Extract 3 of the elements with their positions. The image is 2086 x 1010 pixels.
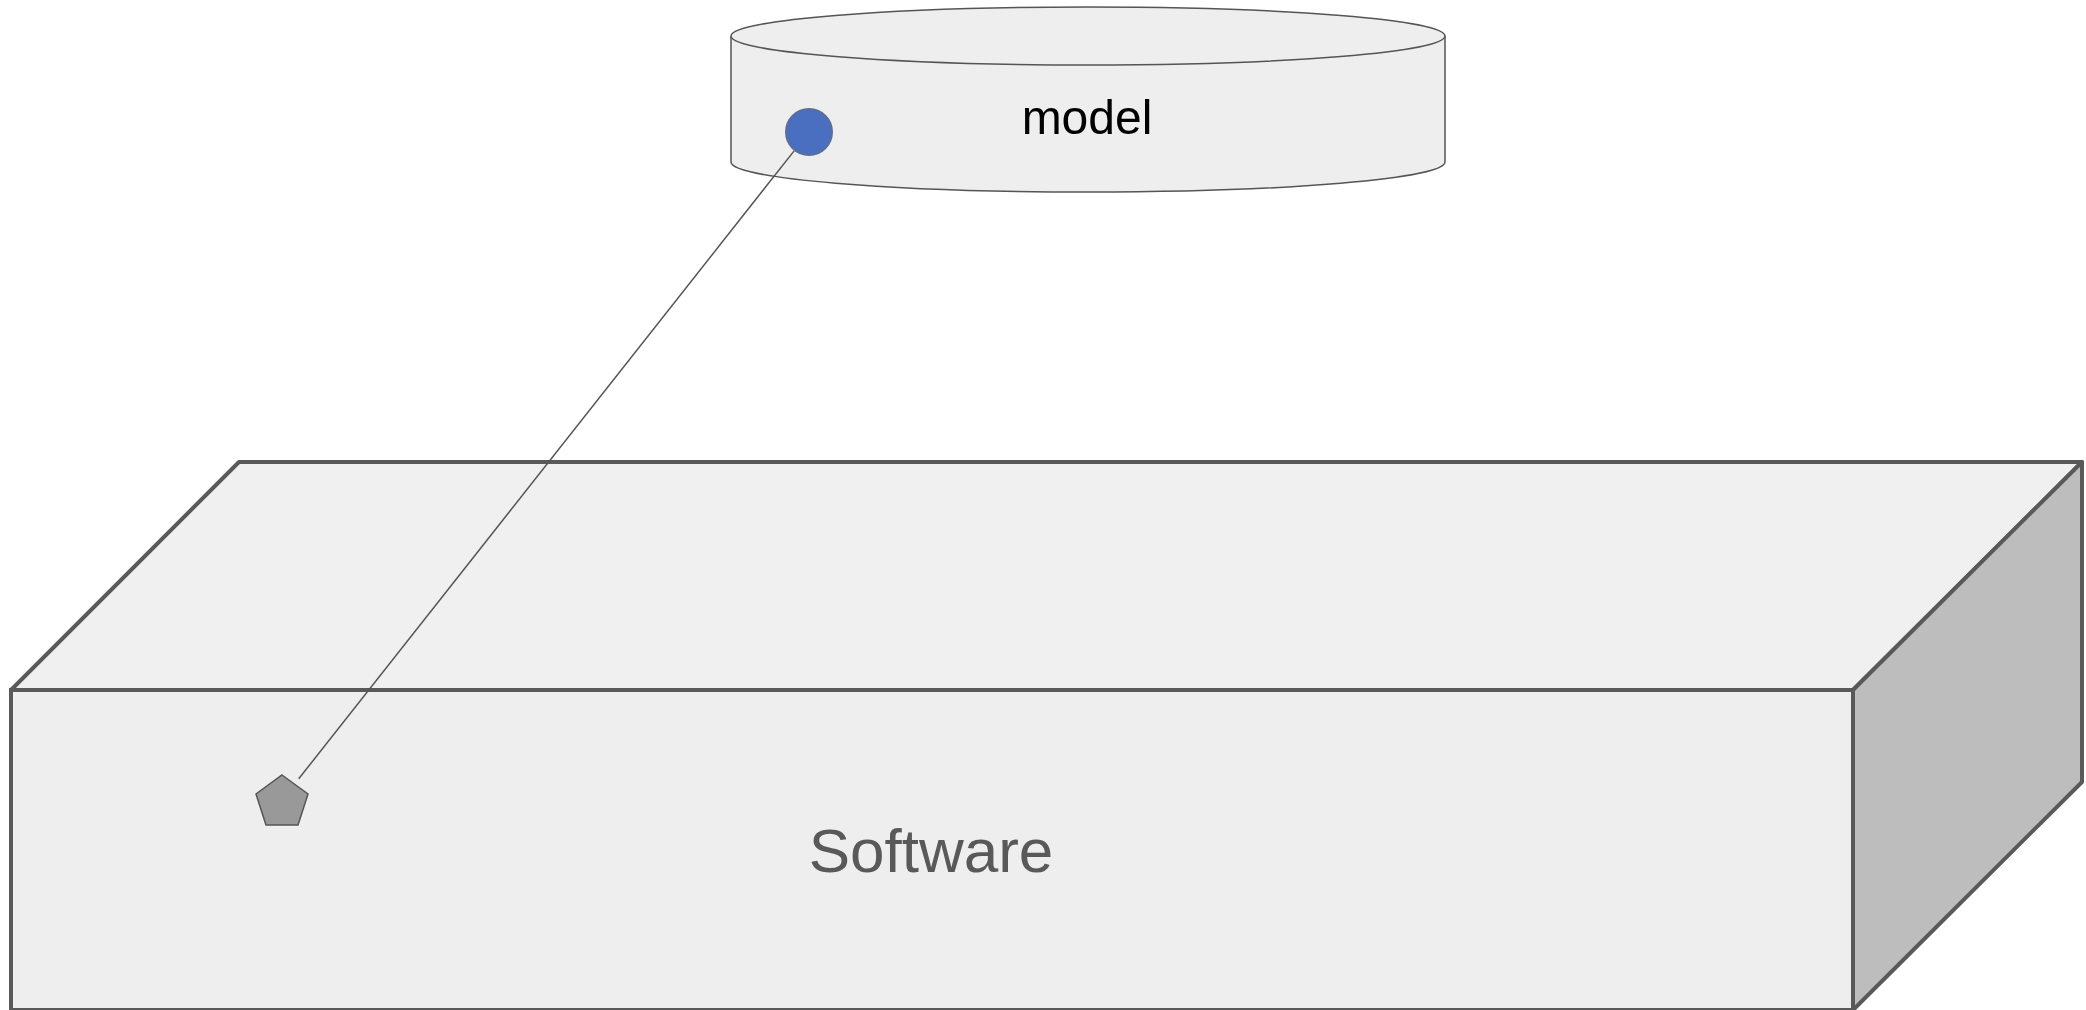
node-label: model [1021, 94, 1153, 142]
node-label: Software [808, 820, 1054, 882]
connector-line [297, 150, 795, 780]
